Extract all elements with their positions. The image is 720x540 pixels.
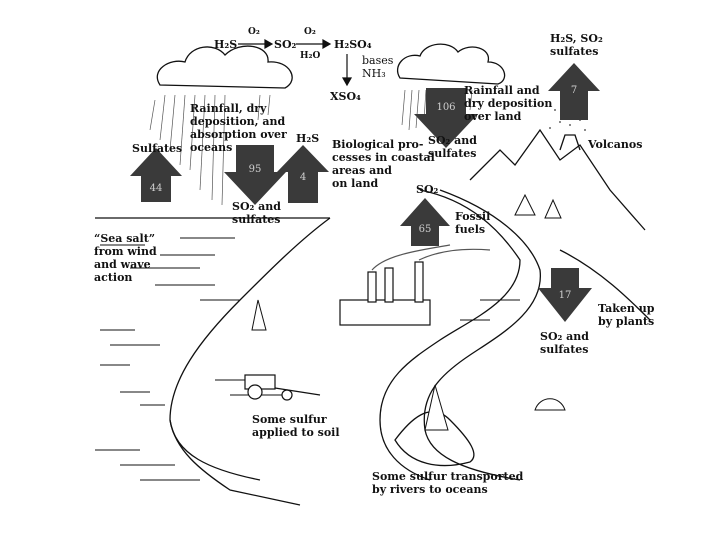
label-so2-sulfates-ocean: SO₂ and sulfates (232, 200, 281, 226)
rain-ocean (149, 94, 271, 206)
chem-bases-nh3: bases NH₃ (362, 54, 394, 80)
chem-o2-second: O₂ (304, 27, 316, 37)
flux-arrow-biological-up: 4 (277, 145, 329, 203)
label-biological-processes: Biological pro- cesses in coastal areas … (332, 138, 435, 190)
label-rainfall-oceans: Rainfall, dry deposition, and absorption… (190, 102, 287, 154)
label-sulfur-soil: Some sulfur applied to soil (252, 413, 340, 439)
cloud-ocean (156, 45, 293, 89)
label-h2s-mid: H₂S (296, 132, 320, 145)
label-so2-sulfates-plants: SO₂ and sulfates (540, 330, 589, 356)
ocean-waves (95, 237, 520, 481)
chem-h2s: H₂S (214, 38, 238, 51)
flux-arrow-sea-salt-up: 44 (130, 148, 182, 202)
flux-value-deposition-oceans: 95 (249, 164, 262, 175)
label-rainfall-land: Rainfall and dry deposition over land (464, 84, 553, 123)
label-sea-salt: “Sea salt” from wind and wave action (94, 232, 157, 284)
flux-arrow-volcanos-up: 7 (548, 63, 600, 120)
chem-o2: O₂ (248, 27, 260, 37)
tractor-icon (244, 374, 321, 401)
chem-so2: SO₂ (274, 38, 297, 51)
label-sulfates-left: Sulfates (132, 142, 183, 155)
label-h2s-so2-sulfates: H₂S, SO₂ sulfates (550, 32, 603, 58)
flux-arrow-deposition-land-down: 106 (414, 88, 478, 148)
mountains (469, 128, 646, 231)
volcano-crater (559, 134, 581, 151)
right-land-edge (559, 249, 651, 321)
label-volcanos: Volcanos (588, 138, 643, 151)
landscape-lines (95, 128, 651, 506)
trees (251, 193, 566, 431)
chem-xso4: XSO₄ (330, 90, 361, 103)
chem-h2o: H₂O (300, 51, 321, 61)
label-fossil-fuels: Fossil fuels (455, 210, 491, 236)
flux-value-volcanos: 7 (571, 85, 577, 96)
river-island (394, 411, 475, 467)
label-sulfur-rivers: Some sulfur transported by rivers to oce… (372, 470, 524, 496)
flux-arrow-plants-down: 17 (538, 268, 592, 322)
flux-arrow-fossil-up: 65 (400, 198, 450, 246)
label-so2-fossil: SO₂ (416, 183, 439, 196)
reaction-arrows (238, 38, 353, 87)
flux-value-deposition-land: 106 (436, 102, 455, 113)
flux-arrow-deposition-oceans-down: 95 (224, 145, 286, 205)
factory-icon (339, 244, 491, 326)
river-left-bank (379, 189, 521, 481)
cliff-edge (169, 419, 261, 481)
flux-value-biological: 4 (300, 172, 306, 183)
flux-value-fossil: 65 (419, 224, 432, 235)
river-right-bank (423, 189, 541, 481)
cloud-land (396, 43, 506, 85)
flux-value-plants: 17 (559, 290, 572, 301)
chem-h2so4: H₂SO₄ (334, 38, 372, 51)
coastline (169, 217, 331, 506)
label-taken-up-by-plants: Taken up by plants (598, 302, 655, 328)
flux-value-sea-salt: 44 (150, 183, 163, 194)
label-so2-sulfates-land: SO₂ and sulfates (428, 134, 477, 160)
